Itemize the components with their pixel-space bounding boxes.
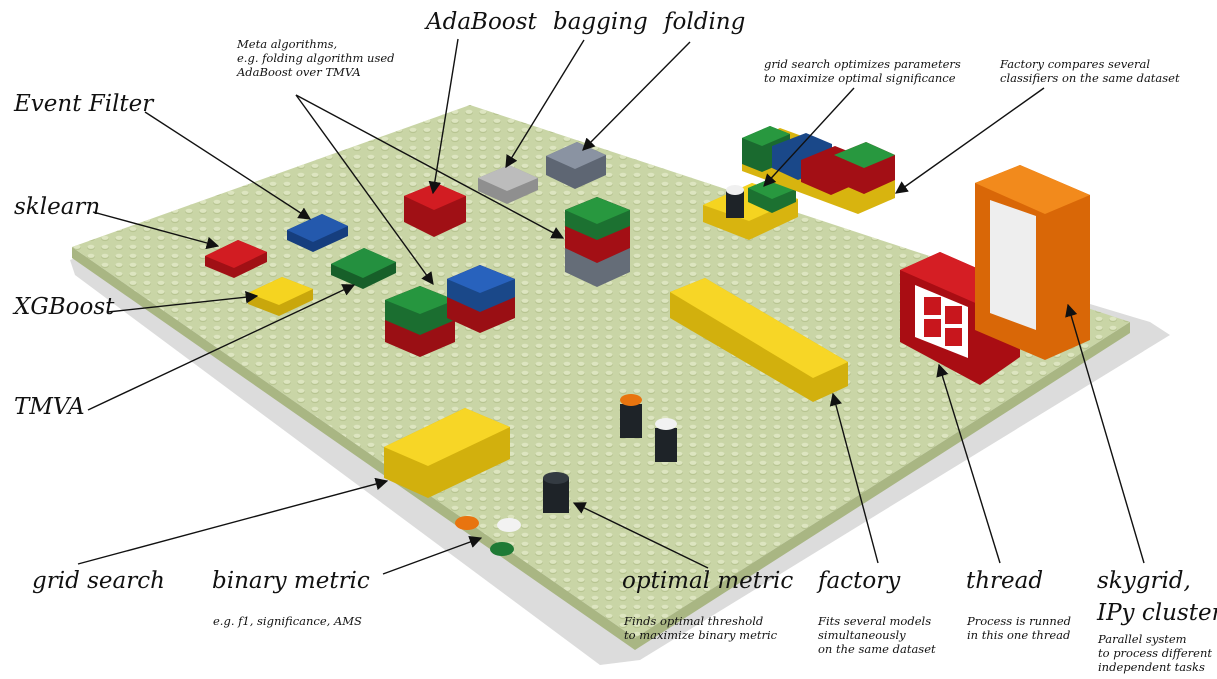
center-stack xyxy=(565,197,630,287)
label-bagging: bagging xyxy=(553,9,648,35)
label-thread: thread xyxy=(966,568,1044,594)
note-optimal-metric: Finds optimal threshold to maximize bina… xyxy=(624,614,778,642)
grid-search-brick xyxy=(384,408,510,498)
tmva-brick xyxy=(331,248,396,289)
label-binary-metric: binary metric xyxy=(212,568,370,594)
note-skygrid: Parallel system to process different ind… xyxy=(1098,632,1213,674)
event-filter-brick xyxy=(287,214,348,252)
note-factory: Fits several models simultaneously on th… xyxy=(818,614,936,656)
note-grid-search: grid search optimizes parameters to maxi… xyxy=(764,57,961,85)
label-ipy-cluster: IPy cluster xyxy=(1097,600,1217,626)
optimal-metric-piece xyxy=(543,472,569,513)
label-optimal-metric: optimal metric xyxy=(622,568,794,594)
adaboost-brick xyxy=(404,183,466,237)
pointer-arrows xyxy=(77,38,1145,575)
label-sklearn: sklearn xyxy=(14,194,101,220)
label-tmva: TMVA xyxy=(14,394,85,420)
binary-metric-pieces xyxy=(455,516,521,556)
label-adaboost: AdaBoost xyxy=(426,9,537,35)
factory-brick xyxy=(670,278,848,402)
label-event-filter: Event Filter xyxy=(14,91,154,117)
bagging-brick xyxy=(478,165,538,204)
label-factory: factory xyxy=(818,568,901,594)
label-skygrid: skygrid, xyxy=(1097,568,1191,594)
label-folding: folding xyxy=(664,9,746,35)
skygrid-brick xyxy=(975,165,1090,360)
sklearn-brick xyxy=(205,240,267,278)
note-meta-algorithms: Meta algorithms, e.g. folding algorithm … xyxy=(237,37,395,79)
meta-stack-left xyxy=(385,286,455,357)
xgboost-brick xyxy=(248,277,313,316)
note-factory-compare: Factory compares several classifiers on … xyxy=(1000,57,1180,85)
factory-compare-bricks xyxy=(742,126,895,214)
note-thread: Process is runned in this one thread xyxy=(967,614,1071,642)
small-pieces xyxy=(620,394,677,462)
label-grid-search: grid search xyxy=(32,568,165,594)
label-xgboost: XGBoost xyxy=(14,294,115,320)
note-binary-metric: e.g. f1, significance, AMS xyxy=(213,614,362,628)
grid-search-bricks xyxy=(703,178,798,240)
meta-stack-right xyxy=(447,265,515,333)
